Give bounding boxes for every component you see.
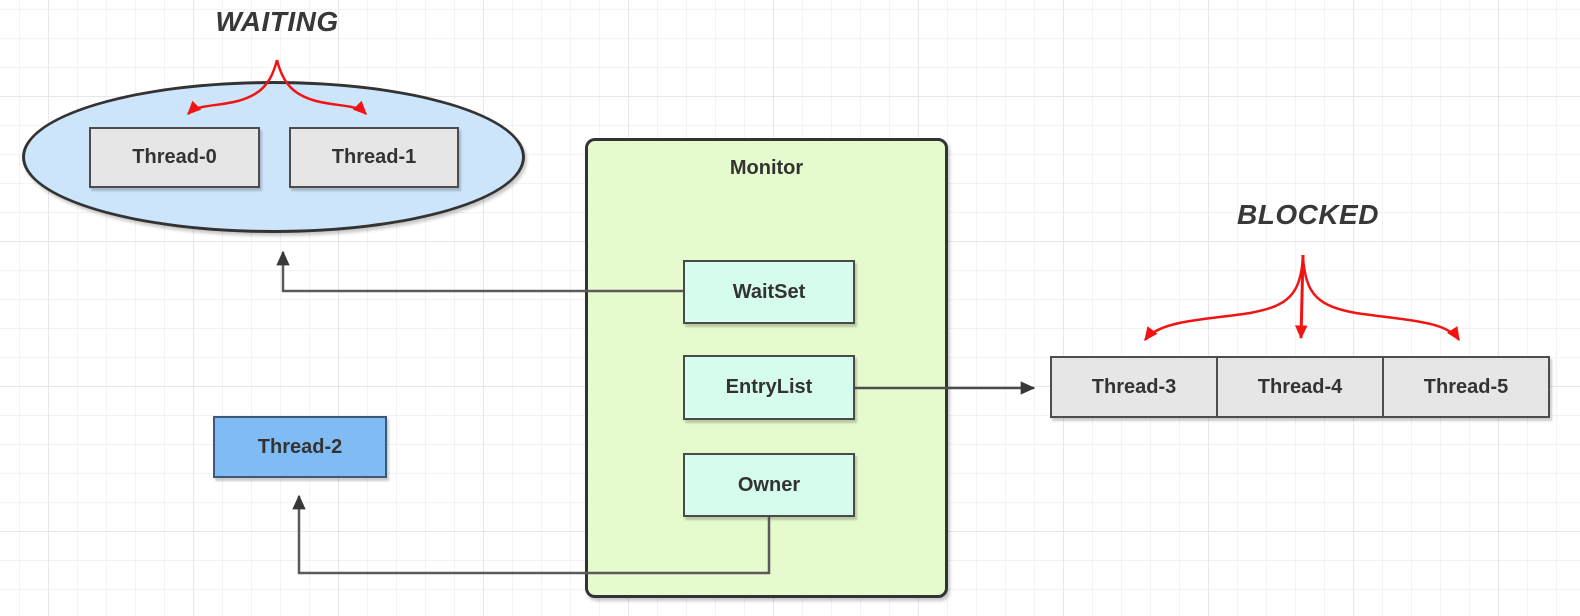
thread-1-node[interactable]: Thread-1 (289, 127, 459, 188)
waiting-state-label: WAITING (215, 6, 339, 37)
owner-node[interactable]: Owner (683, 453, 855, 517)
blocked-fork-left-arrow (1144, 257, 1305, 341)
blocked-state-label: BLOCKED (1237, 199, 1379, 230)
blocked-fork-right-arrow (1301, 257, 1461, 342)
thread-4-node[interactable]: Thread-4 (1216, 356, 1384, 418)
thread-5-node[interactable]: Thread-5 (1382, 356, 1550, 418)
blocked-thread-row: Thread-3 Thread-4 Thread-5 (1050, 356, 1550, 418)
thread-2-node[interactable]: Thread-2 (213, 416, 387, 478)
thread-0-node[interactable]: Thread-0 (89, 127, 260, 188)
wait-set-node[interactable]: WaitSet (683, 260, 855, 324)
thread-3-node[interactable]: Thread-3 (1050, 356, 1218, 418)
blocked-fork-middle-arrow (1295, 254, 1308, 340)
monitor-title: Monitor (729, 157, 804, 179)
entry-list-node[interactable]: EntryList (683, 355, 855, 420)
